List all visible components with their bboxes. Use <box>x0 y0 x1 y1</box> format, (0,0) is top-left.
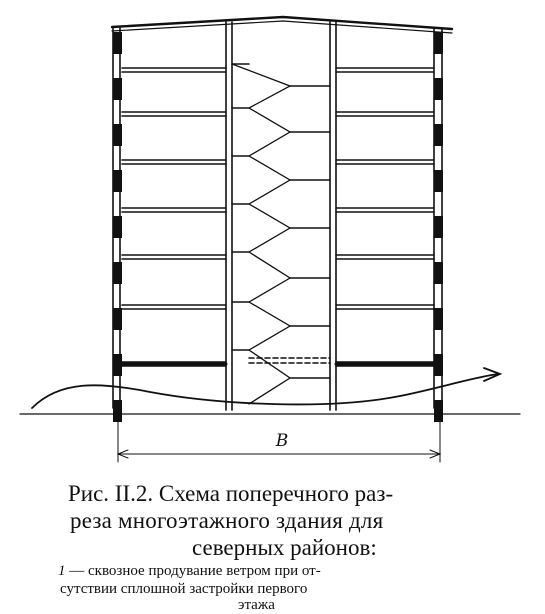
wall-pier-right <box>434 170 443 192</box>
dimension-arrow-right <box>429 449 442 459</box>
legend-item-number: 1 <box>58 563 66 579</box>
wall-pier-left <box>113 308 122 330</box>
roof-line-inner <box>111 20 453 34</box>
wall-pier-left <box>113 262 122 284</box>
wall-pier-right <box>434 78 443 100</box>
legend-line-1: 1 — сквозное продувание ветром при от- <box>58 563 321 580</box>
wall-pier-left <box>113 170 122 192</box>
dimension-label-b: B <box>275 431 289 451</box>
wall-pier-right <box>434 124 443 146</box>
wind-flow-line <box>31 373 499 409</box>
wind-arrow-head <box>483 367 503 382</box>
caption-line-2: реза многоэтажного здания для <box>70 508 384 533</box>
wall-pier-left <box>113 400 122 422</box>
caption-line-3: северных районов: <box>192 535 377 560</box>
wall-pier-right <box>434 308 443 330</box>
roof-line <box>110 15 454 31</box>
staircase-zigzag <box>231 63 292 405</box>
legend-item-text: — сквозное продувание ветром при от- <box>65 563 321 579</box>
wall-pier-right <box>434 216 443 238</box>
wall-pier-right <box>434 262 443 284</box>
wall-pier-left <box>113 354 122 376</box>
wall-pier-right <box>434 32 443 54</box>
wall-pier-left <box>113 78 122 100</box>
legend-line-2: сутствии сплошной застройки первого <box>60 581 308 597</box>
wall-pier-right <box>434 400 443 422</box>
dimension-arrow-left <box>116 449 129 459</box>
caption-line-1: Рис. II.2. Схема поперечного раз- <box>68 481 394 506</box>
building-section-diagram: B <box>19 15 521 463</box>
wall-pier-left <box>113 124 122 146</box>
wall-pier-right <box>434 354 443 376</box>
wall-pier-left <box>113 216 122 238</box>
wall-pier-left <box>113 32 122 54</box>
legend-line-3: этажа <box>238 597 275 613</box>
